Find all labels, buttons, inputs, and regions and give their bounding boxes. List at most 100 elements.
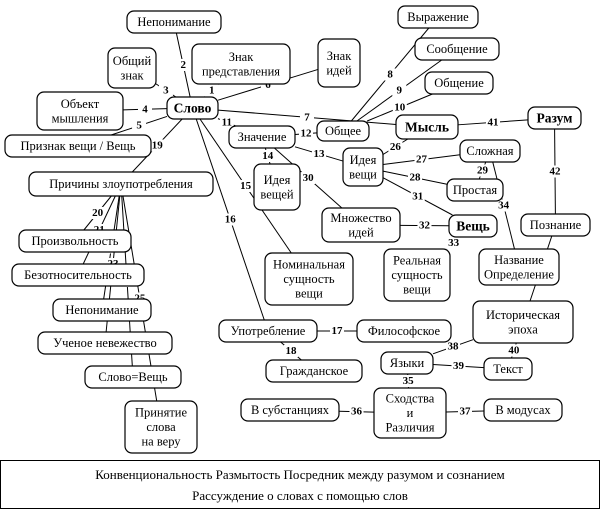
node-box-bezotnositelnost [11,263,145,287]
node-label-prichiny: Причины злоупотребления [49,177,193,191]
node-razum: Разум [527,106,582,130]
node-label-ideya-veshchey: Идея [264,173,291,187]
node-label-realnaya: Реальная [393,254,441,268]
node-label-neponimanie-top: Непонимание [137,15,211,29]
edge-label-36: 36 [351,406,363,418]
edge-9: 9 [356,59,442,122]
edge-label-9: 9 [397,85,403,97]
edge-31: 31 [382,177,453,216]
footer-panel: Конвенциональность Размытость Посредник … [0,460,600,509]
node-filosofskoe: Философское [356,319,452,343]
concept-map: 2134567891011121314151617181920212223242… [4,5,591,454]
node-prostaya: Простая [446,178,504,202]
node-label-znak-idey: идей [326,63,352,77]
node-label-znachenie: Значение [238,130,287,144]
node-box-tekst [483,357,533,381]
node-tekst: Текст [483,357,533,381]
edge-label-14: 14 [262,150,274,162]
edge-label-bg-11 [219,116,234,129]
edge-1: 1 [204,83,220,98]
edge-label-15: 15 [240,180,252,192]
node-veshch: Вещь [448,214,498,238]
edge-3: 3 [155,83,177,98]
nodes-layer: СловоНепониманиеОбщийзнакЗнакпредставлен… [4,5,591,454]
node-label-mnozhestvo: идей [348,225,374,239]
node-label-neponimanie-bottom: Непонимание [65,303,139,317]
edge-label-34: 34 [498,200,510,212]
node-box-mysl [395,114,459,140]
node-box-slozhnaya [459,139,521,163]
edge-label-bg-30 [301,172,316,184]
edge-label-bg-15 [238,180,253,192]
edge-label-18: 18 [286,345,298,357]
edge-label-19: 19 [152,140,164,152]
node-box-nominalnaya [264,252,354,306]
edge-label-bg-19 [150,139,165,152]
edge-17: 17 [317,325,357,337]
edge-label-31: 31 [412,190,423,202]
edge-label-bg-32 [417,219,432,232]
edge-label-16: 16 [225,214,237,226]
edge-label-42: 42 [550,166,562,178]
node-box-realnaya [383,248,451,302]
node-box-skhodstva [373,387,447,439]
node-box-soobshchenie [414,37,500,61]
edge-label-35: 35 [403,375,415,387]
edge-label-bg-8 [383,68,398,81]
edge-26: 26 [382,138,409,155]
edge-28: 28 [382,170,448,185]
edge-label-bg-26 [388,140,403,153]
node-label-ideya-veshchey: вещей [260,187,294,201]
edge-4: 4 [122,103,168,116]
node-bezotnositelnost: Безотносительность [11,263,145,287]
node-label-ideya-veshchi: Идея [350,153,377,167]
edge-20: 20 [83,195,112,231]
node-yazyki: Языки [380,351,434,375]
node-label-istoricheskaya: эпоха [508,322,538,336]
node-label-nazvanie: Название [494,253,544,267]
node-grazhdanskoe: Гражданское [265,359,363,383]
node-box-prichiny [28,171,214,197]
edge-label-bg-40 [506,344,521,357]
edge-label-33: 33 [448,237,460,249]
edge-label-20: 20 [92,207,104,219]
node-label-obshchee: Общее [325,124,362,138]
node-neponimanie-top: Непонимание [126,10,222,34]
edge-label-bg-37 [458,405,472,418]
node-label-grazhdanskoe: Гражданское [280,364,349,378]
edge-label-11: 11 [222,116,232,128]
edge-label-38: 38 [448,341,460,353]
node-box-obekt [36,91,124,131]
edge-2: 2 [175,32,191,98]
edge-label-bg-9 [392,84,407,97]
node-box-nazvanie [478,248,560,286]
node-znachenie: Значение [228,125,296,149]
node-soobshchenie: Сообщение [414,37,500,61]
node-label-skhodstva: Различия [385,421,434,435]
edge-41: 41 [457,116,529,129]
node-box-vyrazhenie [397,5,479,29]
node-neponimanie-bottom: Непонимание [52,298,152,322]
node-slovo-veshch: Слово=Вещь [84,365,182,389]
edge-10: 10 [366,93,433,122]
node-label-nominalnaya: Номинальная [273,258,345,272]
node-box-obshchee [316,120,370,142]
node-label-filosofskoe: Философское [368,324,441,338]
edge-label-bg-17 [330,325,344,337]
node-uchenoe: Ученое невежество [37,331,173,355]
node-box-obshchenie [424,71,494,95]
edge-27: 27 [382,153,461,166]
edge-label-bg-10 [392,101,407,114]
node-label-obekt: мышления [52,111,109,125]
edge-label-32: 32 [419,220,431,232]
node-label-poznanie: Познание [530,218,582,232]
node-label-vyrazhenie: Выражение [407,10,469,24]
node-mysl: Мысль [395,114,459,140]
node-box-uchenoe [37,331,173,355]
node-box-istoricheskaya [472,300,574,344]
edge-label-4: 4 [142,103,148,115]
